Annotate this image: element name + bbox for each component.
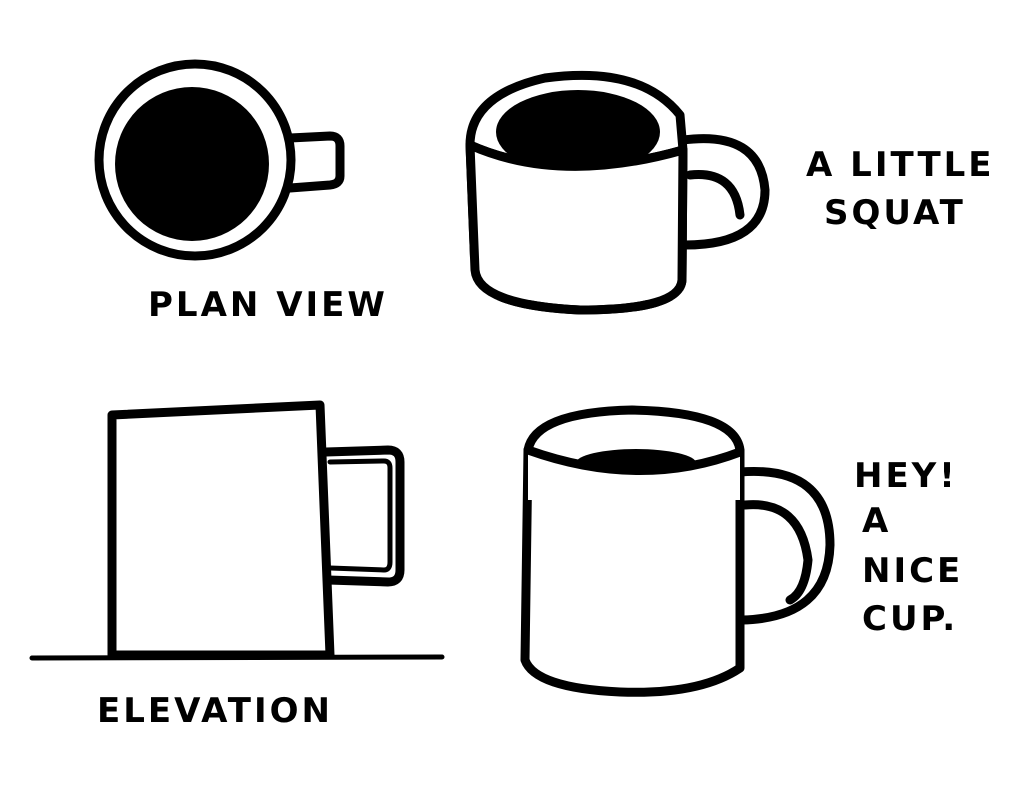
elevation-label: ELEVATION — [97, 691, 333, 731]
plan-view-handle — [285, 131, 345, 193]
squat-label-line2: SQUAT — [824, 193, 966, 233]
squat-mug-coffee — [496, 90, 660, 174]
elevation-handle — [321, 445, 405, 587]
nice-label-line1: HEY! — [854, 456, 958, 496]
ground-line — [29, 654, 445, 661]
plan-view-coffee — [115, 87, 269, 241]
plan-view-label: PLAN VIEW — [148, 285, 388, 325]
nice-cup-handle — [735, 466, 835, 625]
squat-mug-handle — [678, 134, 770, 250]
nice-cup: HEY! A NICE CUP. — [520, 405, 963, 697]
nice-label-line3: NICE — [862, 551, 963, 591]
nice-label-line4: CUP. — [862, 599, 958, 639]
plan-view-mug: PLAN VIEW — [94, 59, 388, 325]
squat-mug: A LITTLE SQUAT — [465, 70, 995, 315]
squat-label-line1: A LITTLE — [806, 145, 995, 185]
elevation-mug: ELEVATION — [29, 400, 445, 731]
nice-label-line2: A — [862, 501, 891, 541]
